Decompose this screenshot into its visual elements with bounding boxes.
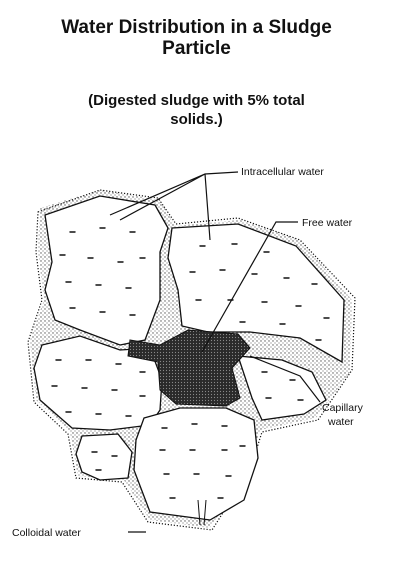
label-intracellular-water: Intracellular water xyxy=(241,166,324,178)
label-capillary-water-line-1: Capillary xyxy=(322,402,364,414)
label-colloidal-water: Colloidal water xyxy=(12,527,81,539)
cell-top-left xyxy=(45,196,168,345)
cell-bottom-large xyxy=(134,408,258,525)
cell-bottom-small xyxy=(76,434,132,480)
label-capillary-water-line-2: water xyxy=(327,416,354,428)
label-free-water: Free water xyxy=(302,217,353,229)
